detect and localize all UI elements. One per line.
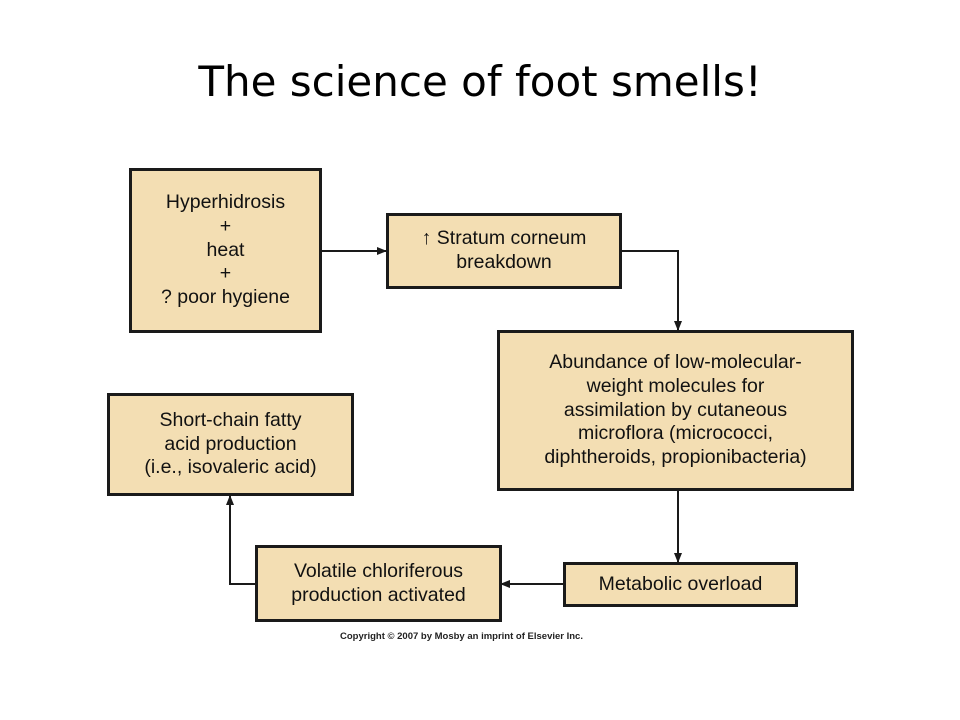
box-line: production activated [291,583,466,606]
abundance-box: Abundance of low-molecular- weight molec… [497,330,854,491]
box-line: Metabolic overload [598,572,763,595]
box-line: microflora (micrococci, [577,422,774,445]
box-line: Volatile chloriferous [293,559,464,582]
box-line: diphtheroids, propionibacteria) [544,446,807,469]
box-line: ? poor hygiene [160,286,291,309]
box-line: Abundance of low-molecular- [549,351,802,374]
box-line: + [219,262,232,285]
hyperhidrosis-box: Hyperhidrosis + heat + ? poor hygiene [129,168,322,333]
box-line: assimilation by cutaneous [563,398,788,421]
box-line: + [219,214,232,237]
arrow-stratum-to-abundance [621,250,682,331]
stratum-corneum-box: ↑ Stratum corneum breakdown [386,213,622,289]
page-title: The science of foot smells! [198,57,762,106]
copyright-notice: Copyright © 2007 by Mosby an imprint of … [340,631,583,642]
box-line: ↑ Stratum corneum [421,227,587,250]
box-line: heat [206,238,245,261]
box-line: weight molecules for [586,374,765,397]
metabolic-overload-box: Metabolic overload [563,562,798,607]
box-line: Short-chain fatty [159,408,302,431]
box-line: Hyperhidrosis [165,191,286,214]
box-line: breakdown [456,251,552,273]
short-chain-fatty-acid-box: Short-chain fatty acid production (i.e.,… [107,393,354,496]
arrow-volatile-to-shortchain [226,495,256,585]
box-line: acid production [164,432,297,455]
box-line: (i.e., isovaleric acid) [144,456,317,479]
volatile-production-box: Volatile chloriferous production activat… [255,545,502,622]
